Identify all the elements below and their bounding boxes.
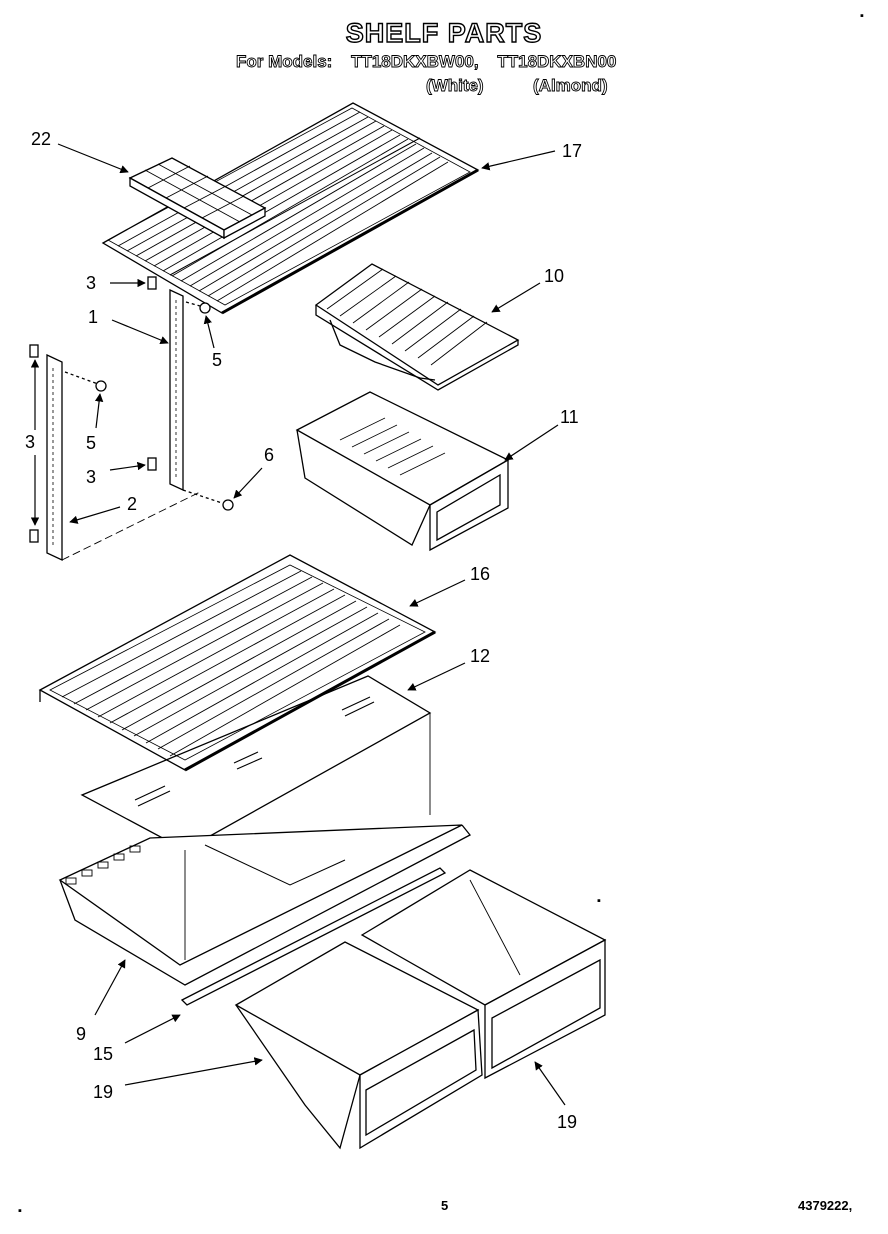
divider-strip-15 <box>180 867 447 1006</box>
wire-shelf-17 <box>101 102 480 315</box>
variant-white: (White) <box>426 76 484 96</box>
shelf-pan-10 <box>314 263 520 391</box>
callout-11: 11 <box>560 407 579 427</box>
callout-19-left: 19 <box>93 1082 113 1102</box>
bracket-3a <box>147 276 157 290</box>
screw-5a <box>199 302 211 314</box>
screw-5b <box>95 380 107 392</box>
bracket-3c <box>29 344 39 358</box>
crisper-drawer-19-right <box>360 869 607 1080</box>
glass-shelf-16 <box>38 554 437 772</box>
callout-19-right: 19 <box>557 1112 577 1132</box>
ice-tray-22 <box>128 157 267 240</box>
callout-5-top: 5 <box>212 350 222 370</box>
callout-9: 9 <box>76 1024 86 1044</box>
bracket-3d <box>29 529 39 543</box>
screw-6 <box>222 499 234 511</box>
page-number: 5 <box>441 1198 449 1213</box>
callout-3-top: 3 <box>86 273 96 293</box>
callout-6: 6 <box>264 445 274 465</box>
callout-16: 16 <box>470 564 490 584</box>
shelf-rail-1 <box>169 288 184 492</box>
registration-mark-bottom-left: ▪ <box>18 1205 22 1217</box>
model-number-2: TT18DKXBN00 <box>497 52 617 72</box>
variant-almond: (Almond) <box>533 76 608 96</box>
crisper-drawer-11 <box>295 391 510 552</box>
callout-15: 15 <box>93 1044 113 1064</box>
callout-10: 10 <box>544 266 564 286</box>
callout-12: 12 <box>470 646 490 666</box>
leader-lines <box>30 143 566 1106</box>
callout-3-mid: 3 <box>86 467 96 487</box>
callout-5-left: 5 <box>86 433 96 453</box>
pan-cover-frame-9 <box>58 713 471 986</box>
registration-mark-mid: ▪ <box>597 895 601 907</box>
document-number: 4379222, <box>798 1198 853 1213</box>
model-number-1: TT18DKXBW00, <box>351 52 479 72</box>
models-line: For Models: TT18DKXBW00, TT18DKXBN00 <box>236 52 630 72</box>
callout-17: 17 <box>562 141 582 161</box>
callout-labels: 22 17 3 1 5 10 3 5 11 3 6 2 16 12 9 15 1… <box>25 129 582 1132</box>
callout-22: 22 <box>31 129 51 149</box>
callout-2: 2 <box>127 494 137 514</box>
callout-3-left: 3 <box>25 432 35 452</box>
models-label: For Models: <box>236 52 333 72</box>
callout-1: 1 <box>88 307 98 327</box>
registration-mark-top-right: ▪ <box>860 10 864 22</box>
page-title: SHELF PARTS <box>345 17 543 48</box>
bracket-3b <box>147 457 157 471</box>
crisper-drawer-19-left <box>234 941 483 1150</box>
shelf-rail-2 <box>46 353 63 562</box>
